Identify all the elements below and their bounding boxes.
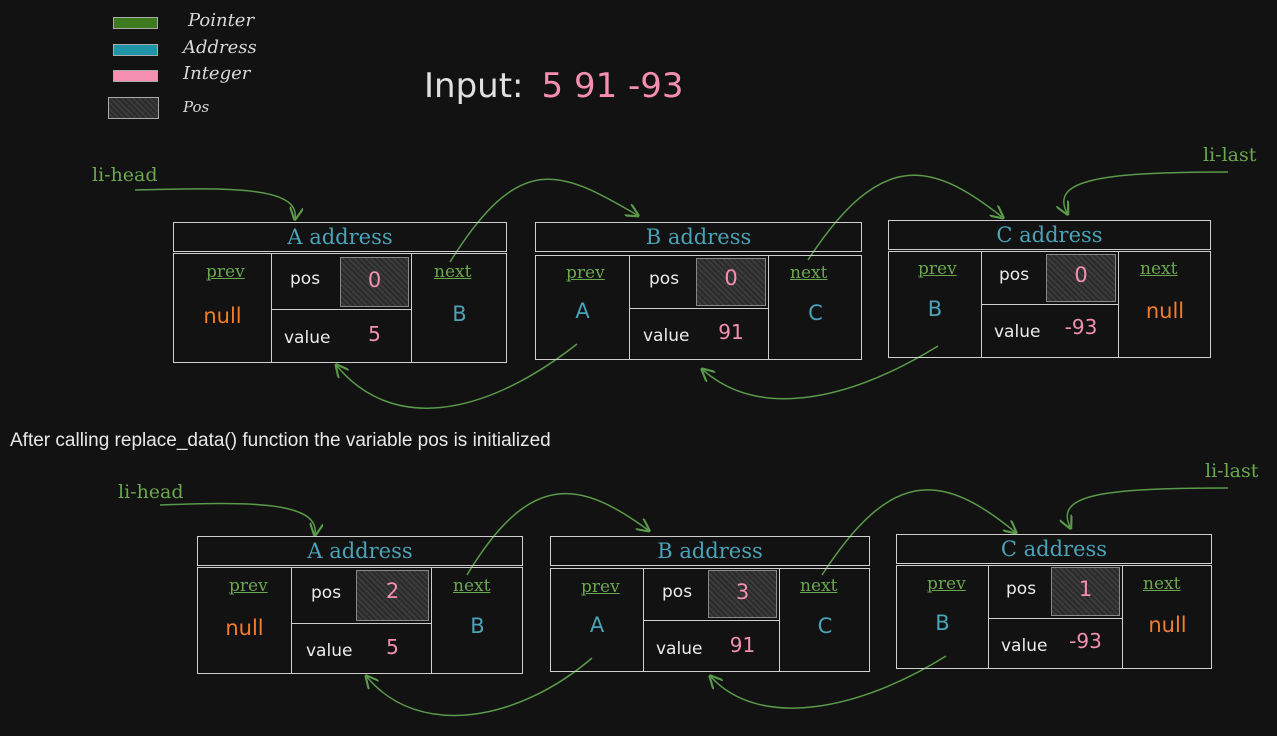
node-b-before: B address prev A pos 0 value 91 next C <box>535 222 862 360</box>
arrow-b-prev-to-a-bottom <box>367 657 593 717</box>
arrow-a-next-to-b-bottom <box>466 493 648 576</box>
prev-value: A <box>575 299 590 323</box>
node-address: C address <box>888 220 1211 250</box>
arrow-b-next-to-c-top <box>807 174 1002 261</box>
arrow-head-to-a-top <box>134 188 295 218</box>
value-label: value <box>656 639 703 659</box>
arrow-last-to-c-bottom <box>1067 487 1229 527</box>
legend-swatch-address <box>113 44 158 56</box>
legend-label-pointer: Pointer <box>188 10 255 31</box>
node-address: B address <box>550 536 870 566</box>
legend-label-integer: Integer <box>183 63 251 84</box>
next-value: null <box>1148 613 1187 637</box>
next-label: next <box>1140 259 1178 279</box>
arrow-last-to-c-top <box>1064 171 1229 213</box>
pos-value: 0 <box>1074 263 1088 287</box>
pos-label: pos <box>1006 579 1037 599</box>
prev-value: B <box>927 297 943 321</box>
arrow-b-next-to-c-bottom <box>821 489 1015 576</box>
arrow-c-prev-to-b-top <box>703 345 939 400</box>
li-head-label-bottom: li-head <box>118 481 184 503</box>
next-label: next <box>434 262 472 282</box>
legend-swatch-pos <box>108 97 159 119</box>
pos-cell <box>1046 254 1116 302</box>
next-label: next <box>1143 574 1181 594</box>
pos-cell <box>1051 567 1120 616</box>
prev-value: A <box>589 613 605 637</box>
value-label: value <box>306 641 353 661</box>
pos-label: pos <box>311 583 342 603</box>
input-label: Input: <box>424 66 524 106</box>
pos-label: pos <box>290 269 321 289</box>
pos-cell <box>356 570 429 621</box>
node-b-after: B address prev A pos 3 value 91 next C <box>550 536 870 672</box>
node-address: B address <box>535 222 862 252</box>
node-c-before: C address prev B pos 0 value -93 next nu… <box>888 220 1211 358</box>
value-value: -93 <box>1064 315 1098 339</box>
legend-swatch-integer <box>113 70 158 82</box>
pos-cell <box>340 257 409 307</box>
pos-label: pos <box>649 269 680 289</box>
prev-label: prev <box>206 262 245 282</box>
next-value: B <box>470 614 485 638</box>
node-address: C address <box>896 534 1212 564</box>
prev-value: null <box>203 304 242 328</box>
pos-value: 1 <box>1078 577 1093 601</box>
prev-label: prev <box>927 574 966 594</box>
pos-cell <box>696 258 766 306</box>
value-value: -93 <box>1069 629 1102 653</box>
value-label: value <box>643 326 690 346</box>
legend-label-pos: Pos <box>183 98 210 116</box>
pos-value: 2 <box>385 579 400 603</box>
value-label: value <box>284 328 331 348</box>
next-value: B <box>452 302 467 326</box>
li-last-label-bottom: li-last <box>1205 460 1259 482</box>
value-value: 5 <box>386 635 399 659</box>
value-label: value <box>1001 636 1048 656</box>
next-label: next <box>453 576 491 596</box>
legend-label-address: Address <box>183 37 257 58</box>
arrow-c-prev-to-b-bottom <box>711 655 947 709</box>
prev-value: B <box>935 611 950 635</box>
value-value: 91 <box>718 320 744 344</box>
pos-cell <box>708 570 777 618</box>
arrow-b-prev-to-a-top <box>337 343 578 409</box>
next-value: null <box>1145 299 1185 323</box>
prev-label: prev <box>918 259 957 279</box>
input-values: 5 91 -93 <box>541 66 684 106</box>
next-label: next <box>800 576 838 596</box>
pos-label: pos <box>999 265 1030 285</box>
arrow-a-next-to-b-top <box>449 178 637 263</box>
arrow-head-to-a-bottom <box>159 502 315 534</box>
pos-value: 0 <box>367 268 382 292</box>
node-c-after: C address prev B pos 1 value -93 next nu… <box>896 534 1212 669</box>
prev-label: prev <box>229 576 268 596</box>
node-a-after: A address prev null pos 2 value 5 next B <box>197 536 523 674</box>
li-last-label-top: li-last <box>1203 144 1257 166</box>
value-value: 5 <box>368 322 381 346</box>
prev-value: null <box>225 616 264 640</box>
value-value: 91 <box>729 633 756 657</box>
pos-label: pos <box>662 582 693 602</box>
next-value: C <box>817 614 833 638</box>
node-address: A address <box>197 536 523 566</box>
next-label: next <box>790 263 828 283</box>
next-value: C <box>808 301 823 325</box>
value-label: value <box>994 322 1041 342</box>
node-address: A address <box>173 222 507 252</box>
legend-swatch-pointer <box>113 17 158 29</box>
li-head-label-top: li-head <box>92 164 158 186</box>
pos-value: 0 <box>724 266 738 290</box>
input-title: Input: 5 91 -93 <box>424 66 684 106</box>
caption: After calling replace_data() function th… <box>10 430 551 451</box>
prev-label: prev <box>581 577 620 597</box>
node-a-before: A address prev null pos 0 value 5 next B <box>173 222 507 363</box>
prev-label: prev <box>566 263 605 283</box>
pos-value: 3 <box>735 580 750 604</box>
